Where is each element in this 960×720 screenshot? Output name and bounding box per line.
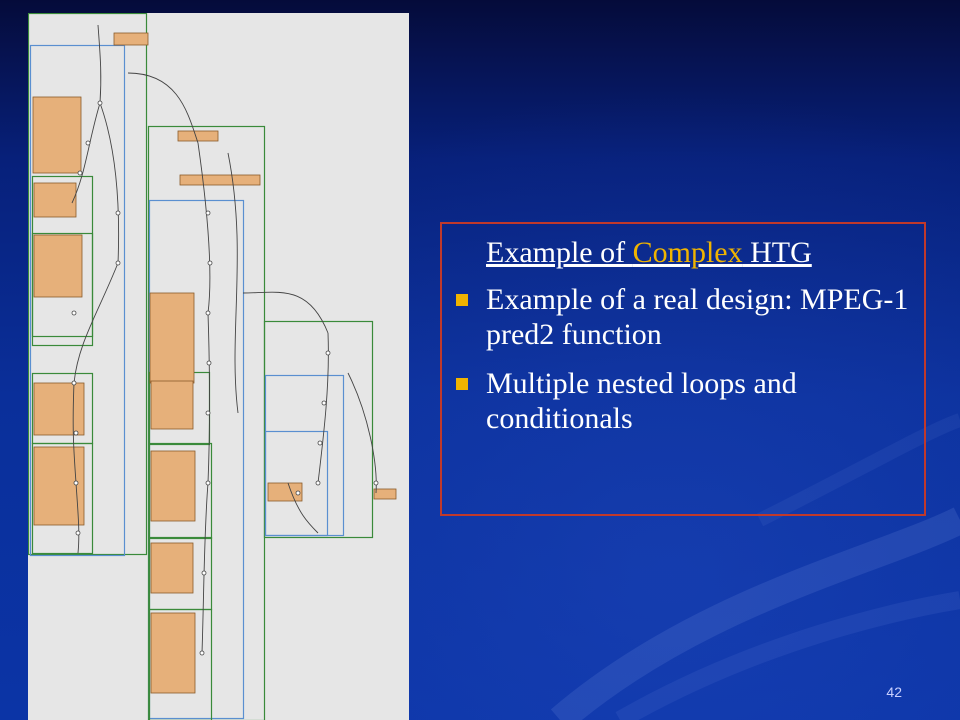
graph-node [315, 480, 321, 486]
graph-edge [127, 72, 199, 144]
bullet-item: Example of a real design: MPEG-1 pred2 f… [456, 282, 916, 352]
graph-node [317, 440, 323, 446]
basic-block [373, 488, 397, 500]
basic-block [32, 96, 82, 174]
basic-block [149, 292, 195, 384]
basic-block [179, 174, 261, 186]
region-frame [31, 232, 94, 347]
bullet-text: Multiple nested loops and conditionals [486, 367, 797, 435]
basic-block [33, 234, 83, 298]
graph-node [85, 140, 91, 146]
graph-edge [287, 482, 319, 534]
graph-node [373, 480, 379, 486]
graph-node [71, 380, 77, 386]
graph-node [205, 310, 211, 316]
graph-edge [227, 152, 239, 414]
complex-link[interactable]: Complex [632, 236, 743, 269]
htg-diagram [28, 13, 397, 720]
title-suffix: HTG [742, 236, 812, 269]
bullet-item: Multiple nested loops and conditionals [456, 366, 916, 436]
graph-node [321, 400, 327, 406]
graph-node [115, 260, 121, 266]
bullet-list: Example of a real design: MPEG-1 pred2 f… [456, 282, 916, 450]
square-bullet-icon [456, 378, 468, 390]
graph-node [201, 570, 207, 576]
basic-block [150, 542, 194, 594]
box-title: Example of Complex HTG [486, 236, 812, 270]
basic-block [150, 380, 194, 430]
graph-node [77, 170, 83, 176]
graph-node [207, 260, 213, 266]
basic-block [33, 446, 85, 526]
basic-block [33, 182, 77, 218]
graph-node [205, 210, 211, 216]
graph-edge [201, 482, 209, 654]
graph-node [73, 480, 79, 486]
graph-node [206, 360, 212, 366]
content-box: Example of Complex HTG Example of a real… [440, 222, 926, 516]
title-prefix: Example of [486, 236, 633, 269]
graph-edge [242, 291, 329, 334]
graph-node [295, 490, 301, 496]
graph-edge [71, 102, 101, 204]
region-frame [29, 44, 126, 557]
graph-edge [72, 382, 77, 484]
slide-number: 42 [886, 684, 902, 700]
region-frame [148, 608, 213, 720]
graph-edge [197, 142, 211, 314]
graph-edge [99, 102, 120, 264]
square-bullet-icon [456, 294, 468, 306]
graph-node [205, 410, 211, 416]
graph-edge [75, 482, 80, 554]
basic-block [150, 612, 196, 694]
graph-node [325, 350, 331, 356]
graph-edge [97, 24, 102, 104]
graph-node [71, 310, 77, 316]
htg-diagram-panel [28, 13, 409, 720]
region-frame [264, 430, 329, 537]
region-frame [263, 320, 374, 539]
basic-block [177, 130, 219, 142]
graph-edge [317, 332, 329, 484]
graph-edge [207, 312, 210, 484]
graph-edge [73, 262, 119, 384]
region-frame [28, 13, 148, 556]
basic-block [150, 450, 196, 522]
graph-node [75, 530, 81, 536]
graph-node [199, 650, 205, 656]
region-frame [31, 442, 94, 555]
graph-node [97, 100, 103, 106]
graph-node [205, 480, 211, 486]
bullet-text: Example of a real design: MPEG-1 pred2 f… [486, 283, 909, 351]
basic-block [113, 32, 149, 46]
basic-block [33, 382, 85, 436]
graph-node [115, 210, 121, 216]
region-frame [264, 374, 345, 537]
region-frame [148, 442, 213, 540]
graph-node [73, 430, 79, 436]
